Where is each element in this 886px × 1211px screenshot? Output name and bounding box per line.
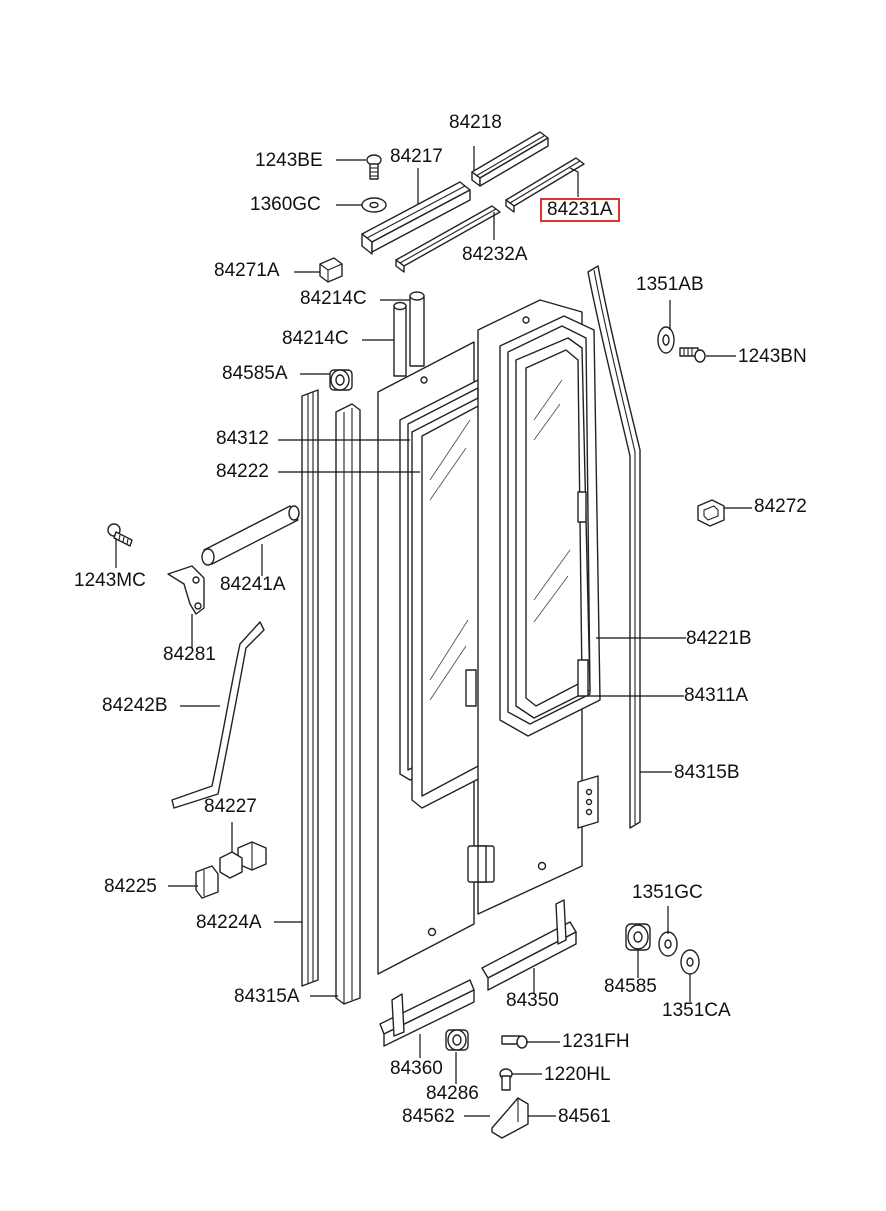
bolt-1231FH [501, 1035, 528, 1049]
channel-84315A [335, 403, 361, 1005]
clip-84272 [697, 499, 725, 527]
channel-84224A [301, 389, 319, 987]
label-84227: 84227 [204, 796, 257, 817]
label-84218: 84218 [449, 112, 502, 133]
screw-1220HL [499, 1068, 513, 1091]
label-84241A: 84241A [220, 574, 286, 595]
label-84562: 84562 [402, 1106, 455, 1127]
label-84221B: 84221B [686, 628, 752, 649]
clip-84271A [319, 257, 343, 283]
rod-84214C [393, 291, 425, 377]
label-1231FH: 1231FH [562, 1031, 630, 1052]
label-84224A: 84224A [196, 912, 262, 933]
label-84585: 84585 [604, 976, 657, 997]
label-84585A: 84585A [222, 363, 288, 384]
screw-1243BE [366, 154, 382, 180]
part-84217 [361, 181, 471, 255]
glass-84222 [411, 395, 493, 809]
label-84315B: 84315B [674, 762, 740, 783]
label-84360: 84360 [390, 1058, 443, 1079]
label-84350: 84350 [506, 990, 559, 1011]
track-84360 [379, 979, 475, 1047]
label-84231A-highlighted: 84231A [540, 198, 620, 222]
screw-1243MC [107, 523, 133, 547]
washer-1351AB [657, 326, 675, 354]
label-84286: 84286 [426, 1083, 479, 1104]
label-84225: 84225 [104, 876, 157, 897]
leader-lines [115, 146, 752, 1117]
part-84232A [395, 205, 501, 273]
bolt-1243BN [679, 347, 706, 363]
label-84281: 84281 [163, 644, 216, 665]
wire-84242B [171, 621, 265, 809]
label-84315A: 84315A [234, 986, 300, 1007]
clip-84225 [195, 865, 219, 899]
clip-84227 [219, 841, 267, 879]
label-84232A: 84232A [462, 244, 528, 265]
channel-84315B [587, 265, 641, 829]
label-84312: 84312 [216, 428, 269, 449]
label-84561: 84561 [558, 1106, 611, 1127]
rod-84241A [201, 505, 300, 566]
part-84231A [505, 157, 585, 213]
washer-1351CA [680, 949, 700, 975]
label-1351AB: 1351AB [636, 274, 704, 295]
label-84222: 84222 [216, 461, 269, 482]
label-1243BE: 1243BE [255, 150, 323, 171]
label-84214C-mid: 84214C [282, 328, 349, 349]
label-1220HL: 1220HL [544, 1064, 611, 1085]
bush-84286 [445, 1029, 469, 1051]
label-84272: 84272 [754, 496, 807, 517]
label-84311A: 84311A [684, 685, 749, 706]
label-84214C-top: 84214C [300, 288, 367, 309]
hinge-84281 [167, 565, 205, 615]
label-1360GC: 1360GC [250, 194, 321, 215]
stopper-84561 [491, 1097, 529, 1139]
glass-84221B [515, 337, 591, 719]
washer-1360GC [361, 197, 387, 213]
label-84217: 84217 [390, 146, 443, 167]
label-84271A: 84271A [214, 260, 280, 281]
part-84218 [471, 131, 549, 187]
washer-1351GC [658, 931, 678, 957]
label-1243MC: 1243MC [74, 570, 146, 591]
bush-84585A [329, 369, 353, 391]
track-84350 [481, 899, 577, 991]
label-84242B: 84242B [102, 695, 168, 716]
label-1351GC: 1351GC [632, 882, 703, 903]
label-1243BN: 1243BN [738, 346, 807, 367]
label-1351CA: 1351CA [662, 1000, 731, 1021]
bush-84585 [625, 923, 651, 951]
